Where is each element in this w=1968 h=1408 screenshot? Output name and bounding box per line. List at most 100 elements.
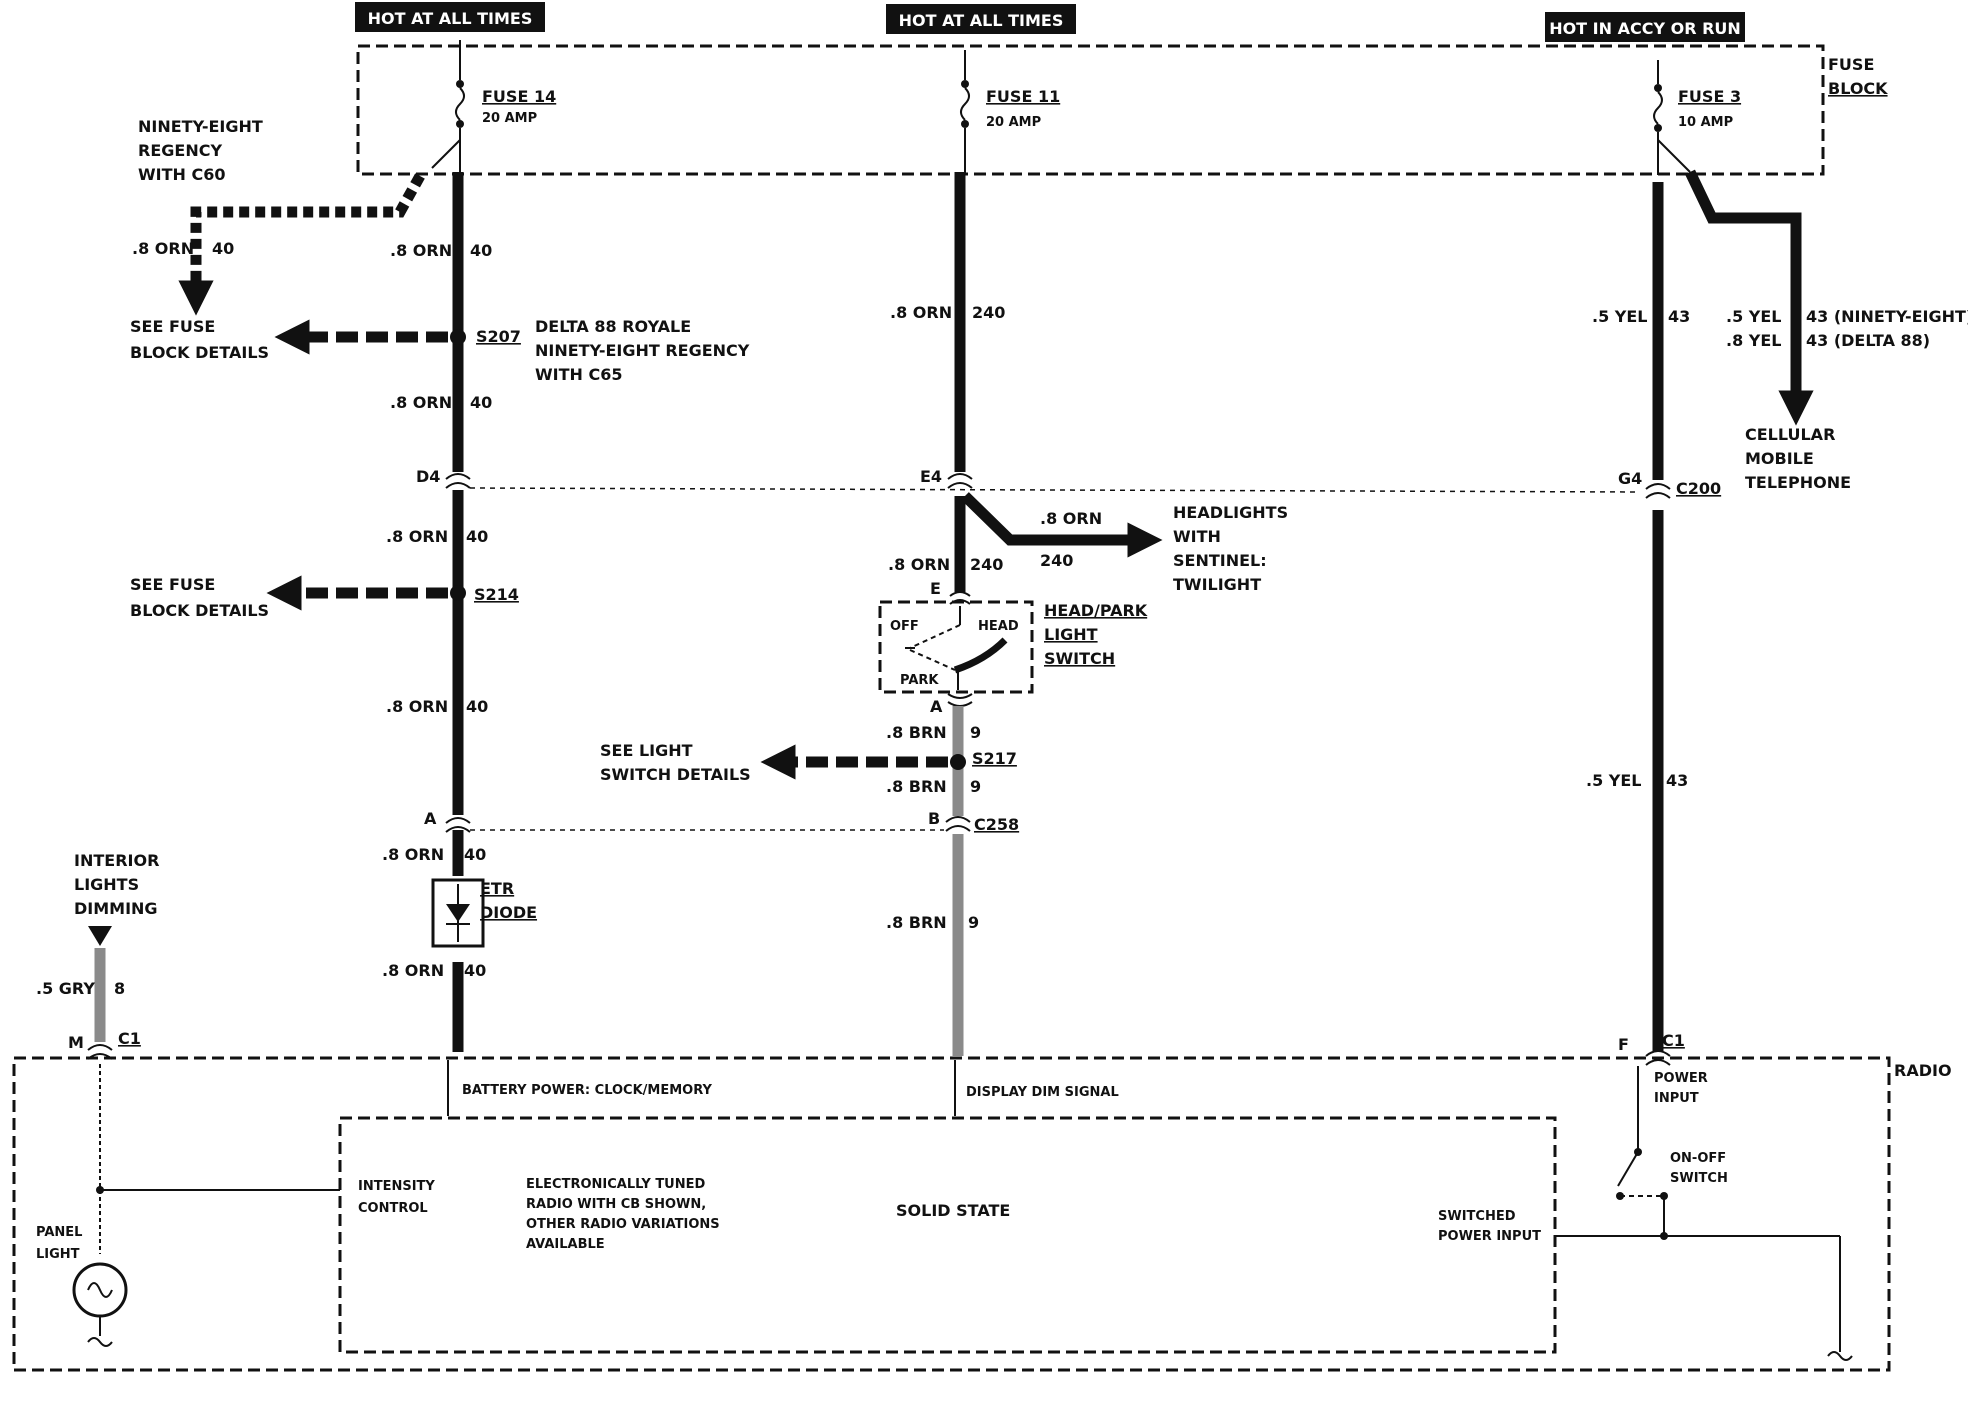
- label-circuit-240c: 240: [970, 555, 1003, 574]
- svg-text:POWER: POWER: [1654, 1071, 1708, 1086]
- svg-text:LIGHT: LIGHT: [36, 1247, 80, 1262]
- label-circuit-8: 8: [114, 979, 125, 998]
- fuse-block-outline: [356, 44, 1825, 176]
- note-see-light: SEE LIGHT SWITCH DETAILS: [600, 741, 751, 784]
- radio-solid-state: SOLID STATE: [896, 1201, 1010, 1220]
- radio-display-label: DISPLAY DIM SIGNAL: [966, 1085, 1119, 1100]
- header-left: HOT AT ALL TIMES: [355, 2, 545, 32]
- label-wire-40e: .8 ORN: [382, 845, 444, 864]
- fuse-block-label-1: FUSE: [1828, 55, 1874, 74]
- svg-text:HEADLIGHTS: HEADLIGHTS: [1173, 503, 1288, 522]
- connector-a-left: A: [424, 809, 471, 833]
- radio-power-input-label: POWER INPUT: [1654, 1071, 1708, 1106]
- label-circuit-40b: 40: [470, 393, 492, 412]
- connector-c1-right: F C1: [1618, 1031, 1685, 1066]
- label-s207: S207: [476, 327, 521, 346]
- fuse-block-label-2: BLOCK: [1828, 79, 1888, 98]
- svg-text:HOT IN ACCY OR RUN: HOT IN ACCY OR RUN: [1549, 19, 1741, 38]
- fuse-11: FUSE 11 20 AMP: [960, 50, 1060, 175]
- splice-s214: [450, 585, 466, 601]
- svg-text:BLOCK DETAILS: BLOCK DETAILS: [130, 601, 269, 620]
- radio-etr-description: ELECTRONICALLY TUNED RADIO WITH CB SHOWN…: [526, 1177, 720, 1252]
- label-wire-yel-d88: .8 YEL: [1726, 331, 1782, 350]
- svg-text:SENTINEL:: SENTINEL:: [1173, 551, 1267, 570]
- solid-state-box: [338, 1116, 1557, 1354]
- ground-icon-right: [1827, 1351, 1853, 1361]
- label-wire-8: .5 GRY: [36, 979, 95, 998]
- svg-text:POWER INPUT: POWER INPUT: [1438, 1229, 1541, 1244]
- label-circuit-43a: 43: [1668, 307, 1690, 326]
- wire-cellular: [1685, 169, 1814, 426]
- label-circuit-40a: 40: [470, 241, 492, 260]
- svg-text:LIGHTS: LIGHTS: [74, 875, 139, 894]
- svg-text:OFF: OFF: [890, 619, 919, 634]
- svg-text:SWITCH DETAILS: SWITCH DETAILS: [600, 765, 751, 784]
- note-headlights: HEADLIGHTS WITH SENTINEL: TWILIGHT: [1173, 503, 1288, 594]
- header-right: HOT IN ACCY OR RUN: [1545, 12, 1745, 42]
- svg-text:ETR: ETR: [480, 879, 514, 898]
- label-wire-9a: .8 BRN: [886, 723, 947, 742]
- label-wire-9c: .8 BRN: [886, 913, 947, 932]
- radio-switched-label: SWITCHED POWER INPUT: [1438, 1209, 1541, 1244]
- svg-text:SWITCH: SWITCH: [1670, 1171, 1728, 1186]
- label-wire-240b: .8 ORN: [1040, 509, 1102, 528]
- note-see-fuse-2: SEE FUSE BLOCK DETAILS: [130, 575, 269, 620]
- radio-title: RADIO: [1894, 1061, 1952, 1080]
- svg-text:M: M: [68, 1033, 84, 1052]
- label-wire-240c: .8 ORN: [888, 555, 950, 574]
- label-circuit-240a: 240: [972, 303, 1005, 322]
- svg-text:TELEPHONE: TELEPHONE: [1745, 473, 1851, 492]
- label-s217: S217: [972, 749, 1017, 768]
- label-s214: S214: [474, 585, 519, 604]
- wire-headlights: [961, 492, 1163, 558]
- svg-text:C1: C1: [118, 1029, 141, 1048]
- svg-text:C1: C1: [1662, 1031, 1685, 1050]
- svg-text:20 AMP: 20 AMP: [986, 115, 1041, 130]
- svg-text:C200: C200: [1676, 479, 1721, 498]
- svg-text:WITH C65: WITH C65: [535, 365, 622, 384]
- svg-text:OTHER RADIO VARIATIONS: OTHER RADIO VARIATIONS: [526, 1217, 720, 1232]
- radio-battery-label: BATTERY POWER: CLOCK/MEMORY: [462, 1083, 713, 1098]
- svg-text:HOT AT ALL TIMES: HOT AT ALL TIMES: [899, 11, 1064, 30]
- connector-c200: G4 C200: [1618, 469, 1721, 499]
- svg-text:D4: D4: [416, 467, 440, 486]
- label-wire-9b: .8 BRN: [886, 777, 947, 796]
- svg-text:WITH C60: WITH C60: [138, 165, 225, 184]
- svg-text:WITH: WITH: [1173, 527, 1221, 546]
- header-middle: HOT AT ALL TIMES: [886, 4, 1076, 34]
- head-park-light-switch: E OFF HEAD PARK HEAD/PARK LIGHT SWITCH: [878, 579, 1148, 694]
- svg-text:SWITCHED: SWITCHED: [1438, 1209, 1516, 1224]
- svg-text:INPUT: INPUT: [1654, 1091, 1699, 1106]
- svg-text:DELTA 88 ROYALE: DELTA 88 ROYALE: [535, 317, 691, 336]
- svg-text:HOT AT ALL TIMES: HOT AT ALL TIMES: [368, 9, 533, 28]
- svg-text:NINETY-EIGHT: NINETY-EIGHT: [138, 117, 263, 136]
- label-wire-240a: .8 ORN: [890, 303, 952, 322]
- label-circuit-40d: 40: [466, 697, 488, 716]
- svg-text:INTERIOR: INTERIOR: [74, 851, 159, 870]
- radio-intensity-label: INTENSITY CONTROL: [358, 1179, 435, 1216]
- svg-text:CONTROL: CONTROL: [358, 1201, 428, 1216]
- svg-text:RADIO WITH CB SHOWN,: RADIO WITH CB SHOWN,: [526, 1197, 706, 1212]
- svg-text:MOBILE: MOBILE: [1745, 449, 1814, 468]
- label-circuit-yel-d88: 43 (DELTA 88): [1806, 331, 1930, 350]
- svg-text:NINETY-EIGHT REGENCY: NINETY-EIGHT REGENCY: [535, 341, 750, 360]
- svg-text:INTENSITY: INTENSITY: [358, 1179, 435, 1194]
- panel-light-bulb-icon: [72, 1262, 128, 1336]
- radio-panel-label: PANEL LIGHT: [36, 1225, 82, 1262]
- svg-text:PANEL: PANEL: [36, 1225, 82, 1240]
- svg-text:G4: G4: [1618, 469, 1642, 488]
- interior-arrow-icon: [88, 926, 112, 946]
- fuse-14: FUSE 14 20 AMP: [431, 40, 556, 175]
- etr-diode: ETR DIODE: [431, 878, 537, 948]
- svg-text:DIODE: DIODE: [480, 903, 537, 922]
- svg-text:FUSE 14: FUSE 14: [482, 87, 556, 106]
- label-wire-40f: .8 ORN: [382, 961, 444, 980]
- label-wire-40c: .8 ORN: [386, 527, 448, 546]
- svg-text:REGENCY: REGENCY: [138, 141, 222, 160]
- splice-s217: [950, 754, 966, 770]
- svg-text:E: E: [930, 579, 941, 598]
- connector-d4: D4: [416, 467, 471, 489]
- svg-text:PARK: PARK: [900, 673, 939, 688]
- label-wire-40d: .8 ORN: [386, 697, 448, 716]
- ground-icon-left: [87, 1337, 113, 1347]
